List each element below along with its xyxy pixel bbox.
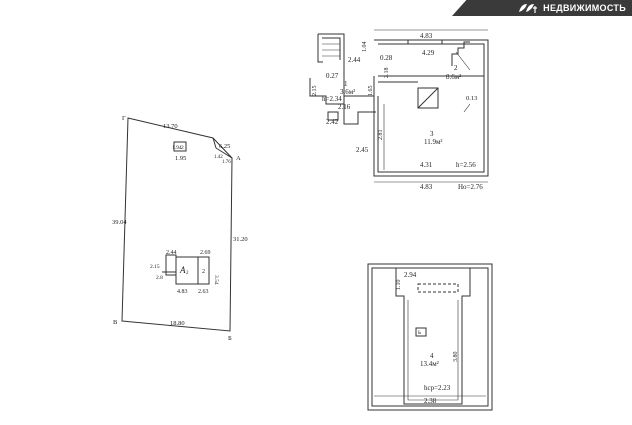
porch-step — [327, 111, 339, 121]
stove — [417, 87, 439, 109]
house-number: 2 — [202, 269, 205, 275]
room2-area: 8.6м² — [446, 73, 461, 81]
house-annex — [165, 254, 177, 276]
corner-label-b: Б — [228, 335, 232, 342]
house-dim-215: 2.15 — [150, 264, 160, 270]
fp-dim-242: 2.42 — [326, 118, 339, 126]
site-dim-right: 31.20 — [233, 236, 248, 243]
site-dim-left: 39.04 — [112, 219, 127, 226]
corner-label-g: Г — [122, 115, 126, 122]
fp-dim-inner-top: 4.29 — [422, 49, 435, 57]
site-boundary-notch — [212, 137, 217, 149]
floor-plan-inner-wall — [377, 43, 485, 173]
room3-height: h=2.56 — [456, 161, 476, 169]
shed-number: 2 — [181, 145, 184, 151]
site-dim-top: 13.70 — [163, 123, 178, 130]
brand-name: НЕДВИЖИМОСТЬ — [543, 3, 626, 13]
house-dim-244: 2.44 — [166, 250, 177, 256]
leaf-logo-icon — [519, 4, 538, 13]
bp-dim-left: 1.10 — [396, 280, 402, 291]
stair-wall-left — [317, 34, 323, 63]
site-plan-labels: Г А Б В 13.70 39.04 31.20 18.80 6.25 1.4… — [112, 115, 248, 342]
floor-plan — [309, 29, 489, 183]
fp-dim-104: 1.04 — [362, 42, 368, 53]
room1-number: 1 — [344, 80, 348, 88]
house-dim-483: 4.83 — [177, 289, 188, 295]
fp-dim-027: 0.27 — [326, 72, 339, 80]
fp-dim-281: 2.81 — [378, 130, 384, 141]
fp-dim-013: 0.13 — [466, 95, 477, 102]
fp-dim-218: 2.18 — [384, 68, 390, 79]
stair-inner — [322, 37, 341, 60]
corner-label-v: В — [113, 319, 118, 326]
bp-label-box: Ь — [418, 330, 421, 336]
fp-dim-bottom: 4.83 — [420, 183, 433, 191]
outer-height: Но=2.76 — [458, 183, 483, 191]
basement-plan — [367, 263, 493, 411]
bp-dim-height: 3.80 — [453, 352, 459, 363]
site-plan — [121, 117, 233, 332]
fp-dim-215: 2.15 — [312, 86, 318, 97]
room1-area: 3.6м² — [340, 88, 355, 96]
basement-outer — [367, 263, 493, 411]
room4-height: hср=2.23 — [424, 384, 451, 392]
room2-stair-arrow — [455, 51, 471, 71]
house-letter: А — [179, 265, 186, 275]
site-boundary-notch — [215, 147, 233, 159]
bp-dim-bottom: 2.38 — [424, 397, 437, 405]
basement-room — [395, 268, 471, 405]
entry-wall — [343, 104, 376, 125]
shed-dim-w: 1.95 — [175, 155, 186, 162]
site-dim-d3: 1.76 — [222, 160, 231, 165]
shed-dim-h: 1.94 — [172, 145, 182, 151]
basement-room-inner — [407, 300, 459, 401]
fp-dim-165: 1.65 — [368, 86, 374, 97]
floor-plan-outer-wall — [373, 39, 489, 177]
room3-area: 11.9м² — [424, 138, 443, 146]
brand-banner: НЕДВИЖИМОСТЬ — [452, 0, 632, 16]
fp-dim-216: 2.16 — [338, 103, 351, 111]
fp-dim-245: 2.45 — [356, 146, 369, 154]
house-letter-sub: 2 — [186, 271, 189, 276]
house-dim-28: 2.8 — [156, 275, 163, 281]
site-dim-bottom: 18.80 — [170, 320, 185, 327]
stove-diagonal — [417, 87, 439, 109]
basement-label-box — [415, 327, 427, 337]
porch-wall — [309, 78, 345, 105]
room4-number: 4 — [430, 352, 434, 360]
basement-inner — [371, 267, 489, 407]
site-dim-d2: 1.42 — [214, 155, 223, 160]
shed-outline — [173, 141, 187, 152]
floor-plan-labels: 4.83 4.29 1.04 2.44 0.27 0.28 2.18 2.15 … — [312, 32, 483, 191]
site-dim-d1: 6.25 — [219, 143, 230, 150]
fp-dim-431: 4.31 — [420, 161, 433, 169]
basement-plan-labels: 2.94 1.10 Ь 4 13.4м² 3.80 hср=2.23 2.38 — [396, 271, 459, 405]
room2-stair — [451, 41, 470, 66]
fp-dim-028: 0.28 — [380, 54, 393, 62]
room4-area: 13.4м² — [420, 360, 439, 368]
house-dim-263: 2.63 — [198, 289, 209, 295]
stair-steps — [322, 43, 340, 57]
bp-dim-top: 2.94 — [404, 271, 417, 279]
room3-number: 3 — [430, 130, 434, 138]
corner-label-a: А — [236, 155, 241, 162]
house-dim-269: 2.69 — [200, 250, 211, 256]
fp-dim-top: 4.83 — [420, 32, 433, 40]
fp-dim-244: 2.44 — [348, 56, 361, 64]
site-boundary — [121, 117, 233, 332]
leader-013 — [463, 103, 471, 113]
room1-height: h=2.34 — [322, 95, 342, 103]
house-dim-354: 3.54 — [213, 275, 219, 285]
basement-hatch — [417, 283, 459, 293]
room2-number: 2 — [454, 64, 458, 72]
